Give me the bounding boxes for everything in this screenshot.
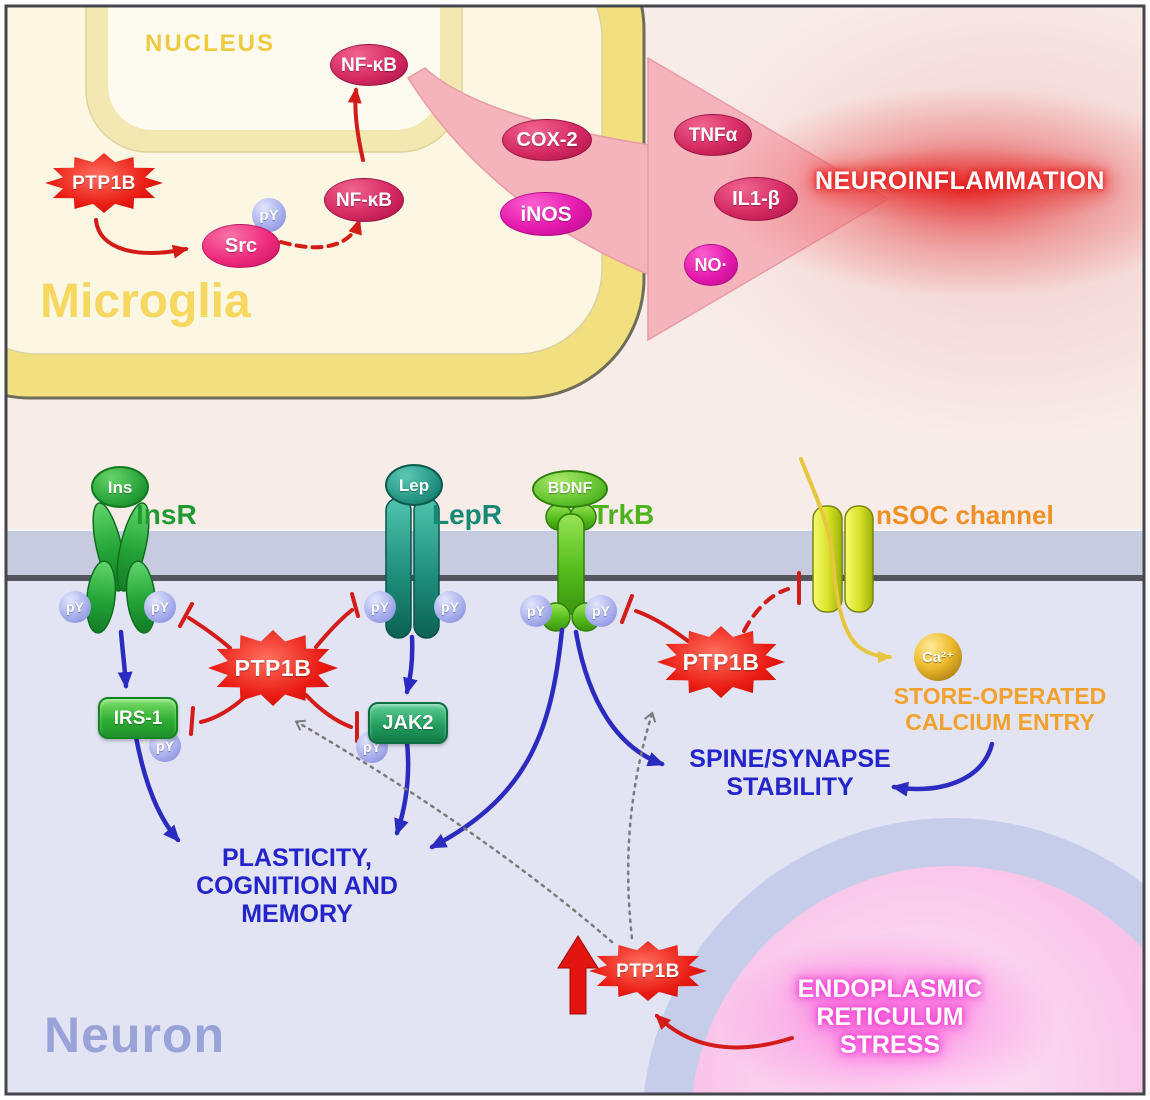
lepr-py-right: pY: [434, 591, 466, 623]
inos-node: iNOS: [500, 192, 592, 236]
er-stress-label: ENDOPLASMIC RETICULUM STRESS: [797, 975, 983, 1059]
microglia-arrows: [94, 87, 365, 259]
neuroinflammation-label: NEUROINFLAMMATION: [815, 167, 1105, 195]
plasticity-label: PLASTICITY, COGNITION AND MEMORY: [196, 844, 398, 928]
store-operated-label: STORE-OPERATED CALCIUM ENTRY: [893, 683, 1107, 735]
spine-synapse-label: SPINE/SYNAPSE STABILITY: [689, 745, 891, 801]
microglia-label: Microglia: [40, 275, 251, 328]
activation-arrows: [117, 627, 995, 850]
dotted-to-right-ptp1b: [626, 711, 657, 940]
tnfa-node: TNFα: [674, 114, 752, 156]
arrow-src-to-nfkb: [279, 218, 362, 250]
arrow-soce-to-stability: [891, 741, 995, 797]
cox2-node: COX-2: [502, 119, 592, 161]
insr-py-right: pY: [144, 591, 176, 623]
no-node: NO·: [684, 244, 738, 286]
arrow-jak2-to-plasticity: [394, 739, 411, 836]
ins-ligand: Ins: [91, 466, 149, 508]
calcium-ion: Ca²⁺: [914, 633, 962, 681]
calcium-flow-arrow: [799, 457, 892, 663]
inhibit-nsoc: [742, 587, 790, 633]
jak2-node: JAK2: [368, 702, 448, 744]
frame-border: [4, 4, 1146, 1096]
dotted-upregulation-arrows: [294, 711, 657, 944]
trkb-py-left: pY: [520, 595, 552, 627]
arrow-er-to-ptp1b: [654, 1013, 794, 1050]
inhibit-jak2: [304, 693, 353, 729]
src-node: Src: [202, 224, 280, 268]
ptp1b-upregulation-arrow: [557, 935, 599, 1015]
arrow-trkb-to-plasticity: [429, 627, 565, 850]
irs1-node: IRS-1: [98, 697, 178, 739]
lepr-py-left: pY: [364, 591, 396, 623]
lep-ligand: Lep: [385, 464, 443, 506]
arrow-lepr-to-jak2: [403, 634, 418, 695]
bdnf-ligand: BDNF: [532, 470, 608, 508]
er-ring: [643, 818, 1144, 1094]
nucleus: [85, 6, 463, 153]
inhibit-trkb: [634, 609, 690, 643]
arrow-trkb-to-spine: [573, 629, 665, 767]
trkb-label: TrkB: [592, 499, 655, 530]
insr-py-left: pY: [59, 591, 91, 623]
nsoc-channel-label: nSOC channel: [876, 500, 1054, 530]
il1b-node: IL1-β: [714, 177, 798, 221]
trkb-py-right: pY: [585, 595, 617, 627]
nfkb-nuclear-node: NF-κB: [330, 44, 408, 86]
dotted-to-left-ptp1b: [294, 719, 614, 944]
insr-label: InsR: [136, 499, 197, 530]
neuron-label: Neuron: [44, 1007, 225, 1063]
nfkb-cytoplasmic-node: NF-κB: [324, 178, 404, 222]
neuroinflammation-glow: [720, 87, 1144, 297]
arrow-insr-to-irs1: [117, 629, 133, 689]
arrow-ptp1b-to-src: [94, 218, 189, 259]
arrow-nfkb-to-nucleus: [347, 87, 365, 162]
inhibition-lines: [178, 571, 801, 1050]
nucleus-label: NUCLEUS: [145, 30, 276, 57]
arrow-irs1-to-plasticity: [133, 734, 181, 843]
lepr-label: LepR: [432, 499, 502, 530]
inhibit-lepr: [314, 608, 354, 649]
inhibit-insr: [187, 616, 232, 650]
